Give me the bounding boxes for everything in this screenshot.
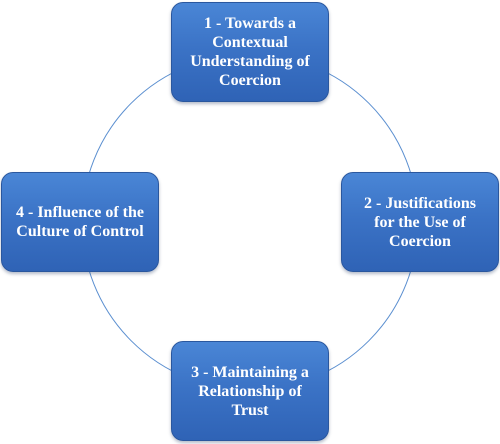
stage-1-box: 1 - Towards a Contextual Understanding o… bbox=[171, 2, 329, 102]
stage-3-box: 3 - Maintaining a Relationship of Trust bbox=[171, 341, 329, 441]
stage-4-box: 4 - Influence of the Culture of Control bbox=[1, 172, 159, 272]
stage-4-label: 4 - Influence of the Culture of Control bbox=[16, 204, 144, 240]
stage-3-label: 3 - Maintaining a Relationship of Trust bbox=[191, 363, 309, 419]
stage-2-box: 2 - Justifications for the Use of Coerci… bbox=[341, 172, 499, 272]
stage-2-label: 2 - Justifications for the Use of Coerci… bbox=[364, 194, 476, 250]
stage-1-label: 1 - Towards a Contextual Understanding o… bbox=[190, 15, 310, 89]
